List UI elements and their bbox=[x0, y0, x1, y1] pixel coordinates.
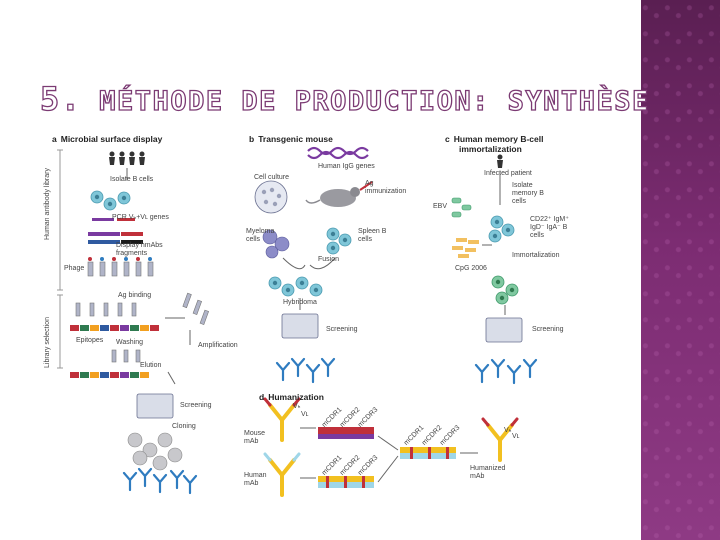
label-screening-c: Screening bbox=[532, 326, 564, 333]
panel-b-title: Transgenic mouse bbox=[258, 134, 333, 144]
label-isolate-b-cells: Isolate B cells bbox=[110, 176, 154, 183]
panel-b-drawing bbox=[254, 146, 373, 384]
label-vl-mouse: Vʟ bbox=[301, 411, 309, 418]
label-humanized-mab: Humanized mAb bbox=[470, 465, 506, 480]
panel-a-side-library: Human antibody library bbox=[44, 168, 51, 240]
label-isolate-memory-b-cells: Isolate memory B cells bbox=[512, 182, 544, 205]
panel-c-title-line2: immortalization bbox=[459, 144, 522, 154]
label-washing: Washing bbox=[116, 339, 143, 346]
label-display-fragments: Display hmAbs fragments bbox=[116, 242, 163, 257]
label-phage: Phage bbox=[64, 265, 85, 272]
panel-b-letter: b bbox=[249, 134, 255, 144]
label-cpg-2006: CpG 2006 bbox=[455, 265, 487, 272]
side-band-pattern bbox=[641, 0, 720, 540]
panel-a-drawing bbox=[57, 149, 210, 495]
label-b-cell-markers: CD22⁺ IgM⁺ IgD⁻ IgA⁻ B cells bbox=[530, 216, 569, 239]
label-vh-humanized: Vₕ bbox=[504, 427, 512, 434]
label-epitopes: Epitopes bbox=[76, 337, 104, 344]
panel-d-title: Humanization bbox=[268, 392, 324, 402]
label-cloning: Cloning bbox=[172, 423, 196, 430]
label-human-igg-genes: Human IgG genes bbox=[318, 163, 375, 170]
slide-title-number: 5. bbox=[39, 79, 82, 118]
panel-c-title: Human memory B-cell bbox=[453, 134, 544, 144]
label-vl-humanized: Vʟ bbox=[512, 433, 520, 440]
figure-canvas bbox=[57, 146, 538, 497]
label-vh-mouse: Vₕ bbox=[293, 403, 301, 410]
label-immortalization: Immortalization bbox=[512, 252, 560, 259]
label-cell-culture: Cell culture bbox=[254, 174, 290, 181]
panel-a-side-selection: Library selection bbox=[44, 317, 51, 368]
slide-title-text: MÉTHODE DE PRODUCTION: SYNTHÈSE bbox=[99, 85, 650, 117]
label-hybridoma: Hybridoma bbox=[283, 299, 317, 306]
label-mouse-mab: Mouse mAb bbox=[244, 430, 266, 445]
label-human-mab: Human mAb bbox=[244, 472, 267, 487]
slide-title: 5. MÉTHODE DE PRODUCTION: SYNTHÈSE bbox=[39, 79, 649, 120]
label-ag-binding: Ag binding bbox=[118, 292, 152, 299]
label-screening-b: Screening bbox=[326, 326, 358, 333]
label-screening-a: Screening bbox=[180, 402, 212, 409]
label-ag-immunization: Ag immunization bbox=[365, 180, 407, 195]
label-elution: Elution bbox=[140, 362, 162, 369]
panel-a-letter: a bbox=[52, 134, 57, 144]
label-pcr-genes: PCR Vₕ+Vʟ genes bbox=[112, 214, 169, 221]
label-myeloma-cells: Myeloma cells bbox=[246, 228, 275, 243]
panel-c-drawing bbox=[451, 154, 538, 385]
decorative-side-band bbox=[641, 0, 720, 540]
label-infected-patient: Infected patient bbox=[484, 170, 532, 177]
label-amplification: Amplification bbox=[198, 342, 238, 349]
panel-d-drawing bbox=[263, 397, 519, 497]
label-spleen-b-cells: Spleen B cells bbox=[358, 228, 387, 243]
label-fusion: Fusion bbox=[318, 256, 340, 263]
label-ebv: EBV bbox=[433, 203, 448, 210]
panel-c-letter: c bbox=[445, 134, 450, 144]
panel-d-letter: d bbox=[259, 392, 265, 402]
panel-a-title: Microbial surface display bbox=[60, 134, 163, 144]
